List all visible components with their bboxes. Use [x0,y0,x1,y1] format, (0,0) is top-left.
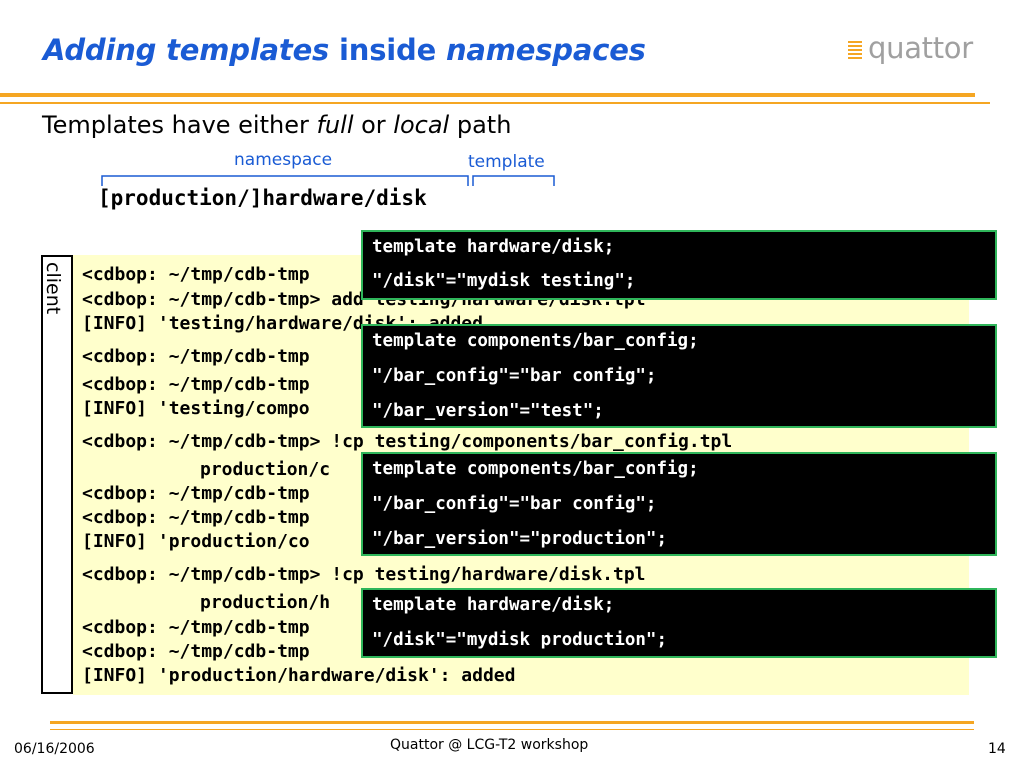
quattor-logo: quattor [847,30,973,66]
terminal-line: [INFO] 'production/co [82,531,310,552]
subtitle-full: full [316,111,354,139]
terminal-line: production/c [200,459,331,480]
code-line: template hardware/disk; [372,237,615,257]
code-line: template hardware/disk; [372,595,615,615]
header-rule-thin [0,102,990,104]
terminal-line: production/h [200,592,331,613]
code-line: "/bar_version"="test"; [372,401,604,421]
code-box-bar-config-production: template components/bar_config; "/bar_co… [361,452,997,556]
footer-rule [50,721,974,724]
terminal-line: <cdbop: ~/tmp/cdb-tmp> !cp testing/compo… [82,431,733,452]
title-part-3: namespaces [445,33,646,67]
terminal-line: <cdbop: ~/tmp/cdb-tmp [82,483,310,504]
terminal-line: <cdbop: ~/tmp/cdb-tmp [82,374,310,395]
terminal-line: [INFO] 'production/hardware/disk': added [82,665,516,686]
path-brackets [101,175,555,186]
code-box-hardware-disk-production: template hardware/disk; "/disk"="mydisk … [361,588,997,658]
title-part-2: inside [329,33,446,67]
code-line: "/disk"="mydisk production"; [372,630,668,650]
subtitle-part-1: Templates have either [42,111,317,139]
terminal-line: [INFO] 'testing/compo [82,398,310,419]
code-line: "/disk"="mydisk testing"; [372,271,636,291]
title-part-1: Adding templates [43,33,330,67]
template-label: template [468,152,545,172]
footer-title: Quattor @ LCG-T2 workshop [390,737,589,753]
quattor-logo-icon [848,41,862,59]
slide-title: Adding templates inside namespaces [43,33,646,67]
code-line: template components/bar_config; [372,331,699,351]
template-path: [production/]hardware/disk [98,186,427,210]
code-line: "/bar_config"="bar config"; [372,494,657,514]
footer-rule-thin [50,729,974,730]
header-rule [0,93,975,97]
page-number: 14 [988,741,1006,757]
subtitle-part-3: or [353,111,394,139]
terminal-line: <cdbop: ~/tmp/cdb-tmp [82,641,310,662]
subtitle: Templates have either full or local path [42,111,511,139]
code-line: "/bar_config"="bar config"; [372,366,657,386]
terminal-line: <cdbop: ~/tmp/cdb-tmp [82,264,310,285]
namespace-label: namespace [234,150,333,170]
subtitle-local: local [393,111,450,139]
code-box-bar-config-testing: template components/bar_config; "/bar_co… [361,324,997,428]
client-box [41,255,73,694]
client-label: client [42,262,64,315]
terminal-line: <cdbop: ~/tmp/cdb-tmp [82,617,310,638]
logo-text: quattor [868,31,973,65]
terminal-line: <cdbop: ~/tmp/cdb-tmp [82,507,310,528]
terminal-line: <cdbop: ~/tmp/cdb-tmp [82,346,310,367]
code-line: "/bar_version"="production"; [372,529,668,549]
code-box-hardware-disk-testing: template hardware/disk; "/disk"="mydisk … [361,230,997,300]
footer-date: 06/16/2006 [14,741,95,757]
code-line: template components/bar_config; [372,459,699,479]
terminal-line: <cdbop: ~/tmp/cdb-tmp> !cp testing/hardw… [82,564,646,585]
subtitle-part-5: path [449,111,512,139]
